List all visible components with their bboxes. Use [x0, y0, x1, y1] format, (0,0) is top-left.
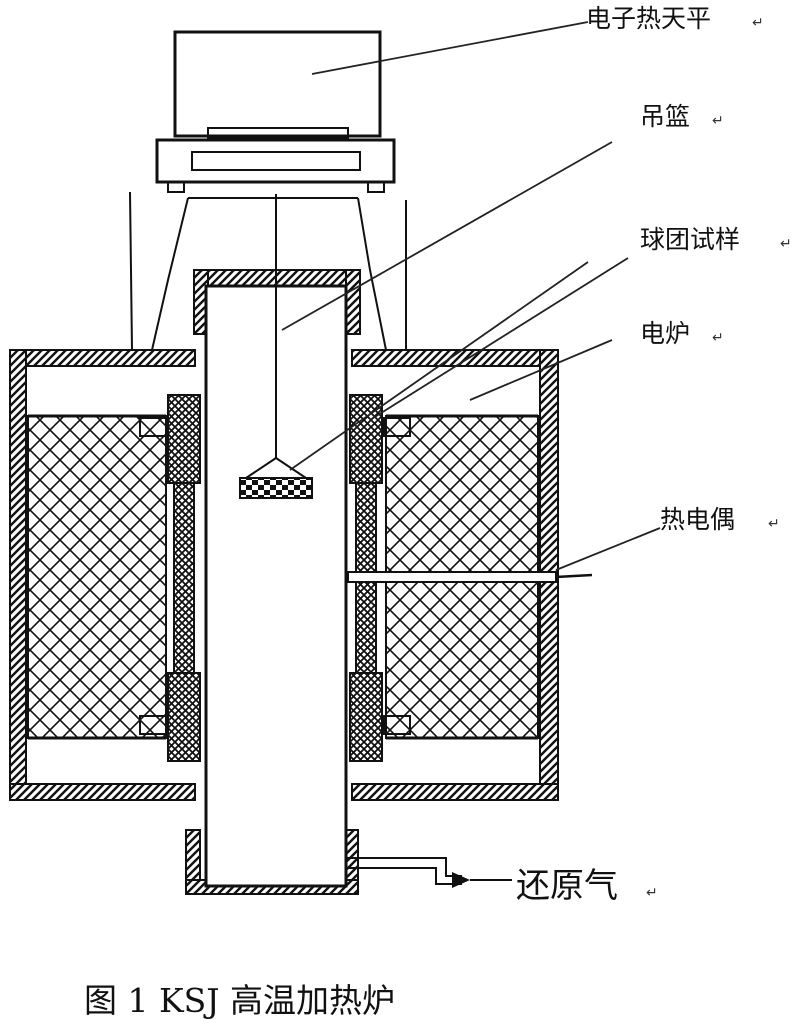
furnace-insulation — [27, 414, 539, 740]
label-thermocouple: 热电偶 — [660, 505, 735, 534]
thermocouple — [347, 571, 593, 583]
pellet-sample — [239, 477, 313, 499]
furnace-shell — [9, 349, 559, 801]
return-mark-icon: ↵ — [646, 885, 658, 901]
reaction-tube — [185, 269, 361, 895]
return-mark-icon: ↵ — [712, 113, 724, 129]
label-reducing-gas: 还原气 — [516, 866, 618, 906]
return-mark-icon: ↵ — [712, 330, 724, 346]
leader-lines — [281, 21, 661, 571]
heating-elements-left — [139, 394, 201, 762]
label-hanging-basket: 吊篮 — [640, 102, 690, 131]
return-mark-icon: ↵ — [752, 15, 764, 31]
label-thermal-balance: 电子热天平 — [586, 4, 711, 33]
gas-inlet-pipe — [346, 857, 512, 888]
balance-stand — [129, 191, 407, 351]
return-mark-icon: ↵ — [768, 516, 780, 532]
label-electric-furnace: 电炉 — [640, 319, 690, 348]
label-pellet-sample: 球团试样 — [640, 225, 740, 254]
thermal-balance — [155, 30, 396, 193]
return-mark-icon: ↵ — [780, 236, 792, 252]
figure-caption: 图 1 KSJ 高温加热炉 — [84, 981, 395, 1020]
